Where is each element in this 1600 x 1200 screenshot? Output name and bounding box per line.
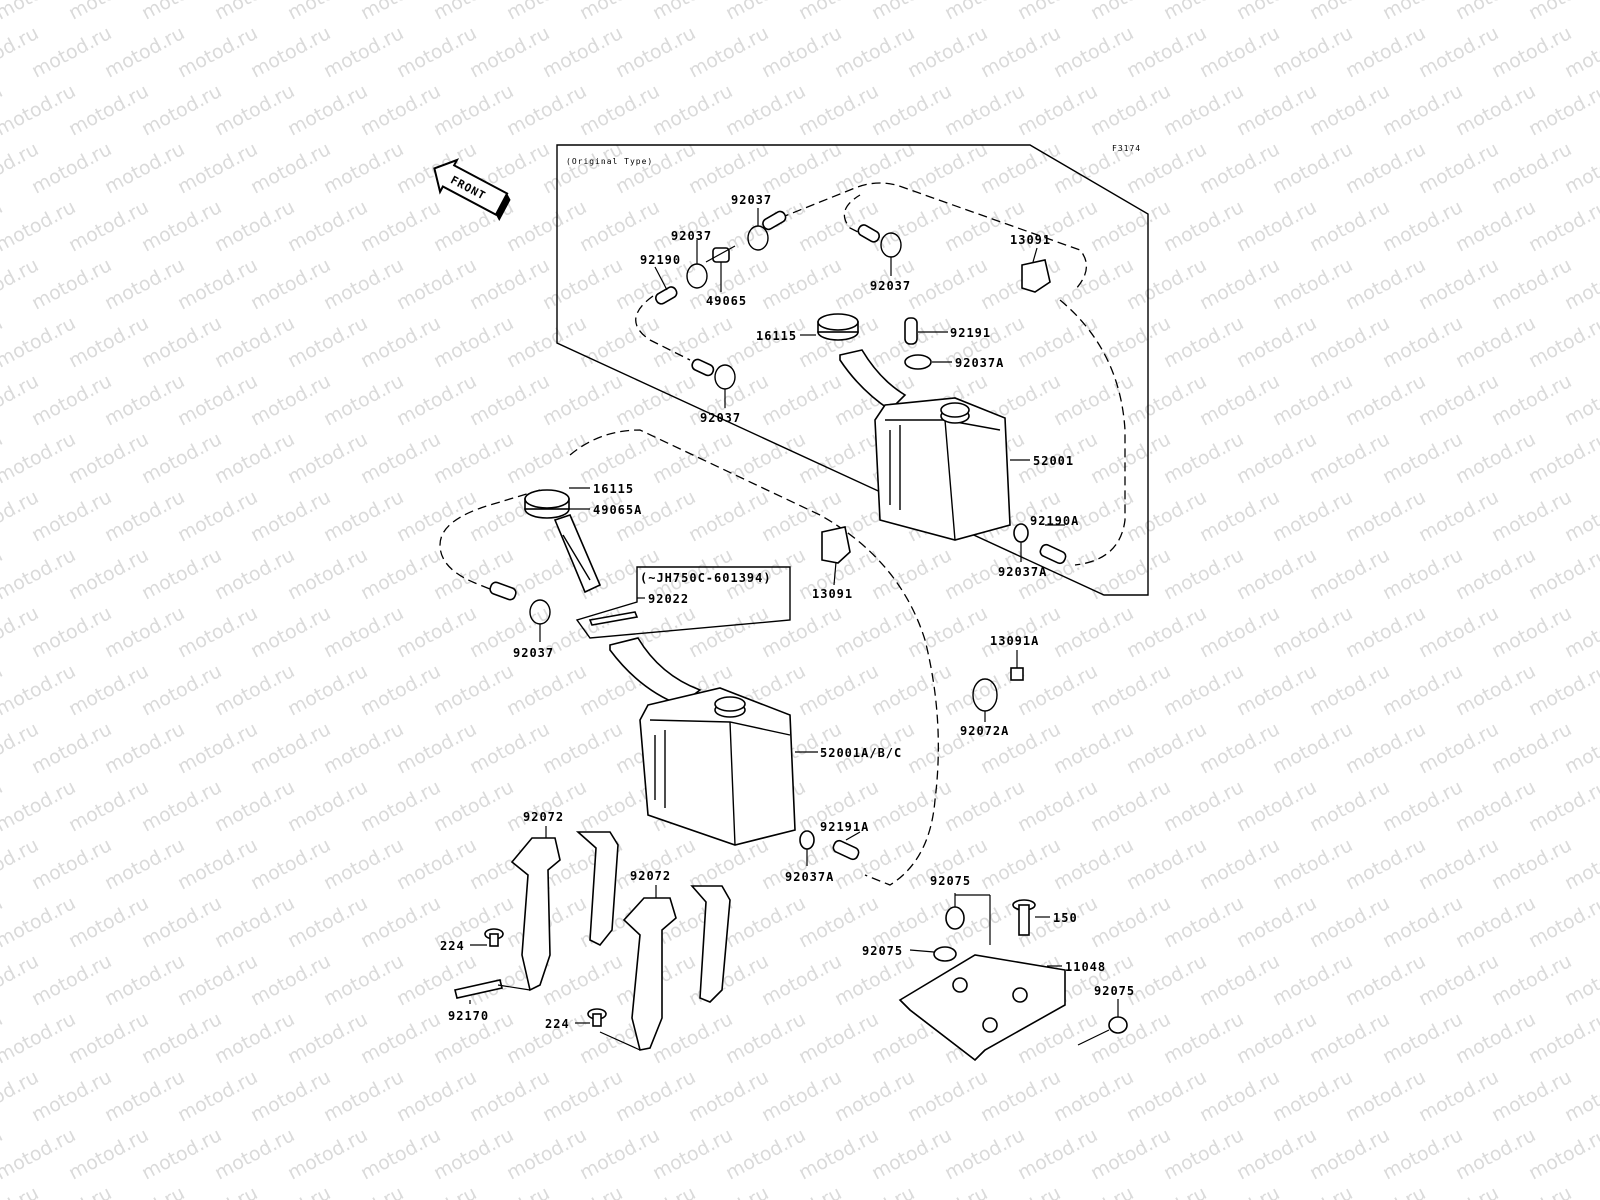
bracket-13091A (1010, 667, 1024, 681)
bolt-150 (1012, 899, 1036, 936)
inset-hose-92191 (904, 317, 918, 345)
main-hose-route (569, 429, 939, 886)
inset-hose-92037-top (762, 210, 787, 231)
oil-tank-52001ABC (609, 637, 796, 846)
part-labels: 92037 92037 92190 49065 92037 13091 9219… (440, 193, 1135, 1031)
inset-return-hose-route (1059, 299, 1126, 566)
label-13091A: 13091A (990, 634, 1039, 648)
hose-92191A (832, 839, 860, 861)
grommet-92075-a (945, 906, 965, 930)
clip-92037-a (747, 225, 769, 251)
label-92037A-bottom: 92037A (785, 870, 834, 884)
label-16115-inset: 16115 (756, 329, 797, 343)
label-92190A: 92190A (1030, 514, 1079, 528)
pin-92022 (588, 611, 639, 626)
grommet-92075-b (933, 946, 957, 962)
label-224-a: 224 (440, 939, 465, 953)
label-92022: 92022 (648, 592, 689, 606)
clip-92037A-bottom (799, 830, 815, 850)
label-92075-b: 92075 (862, 944, 903, 958)
hose-lower-left (489, 581, 517, 601)
serial-note-frame (575, 566, 791, 639)
label-92037A-mid: 92037A (998, 565, 1047, 579)
label-92170: 92170 (448, 1009, 489, 1023)
inset-frame (556, 144, 1149, 596)
label-150: 150 (1053, 911, 1078, 925)
inset-hose-left (635, 295, 691, 361)
clip-92037A-mid (1013, 523, 1029, 543)
oil-tank-52001 (839, 349, 1011, 541)
front-arrow-icon: FRONT (433, 158, 511, 222)
level-gauge-49065A (553, 514, 602, 594)
label-13091: 13091 (812, 587, 853, 601)
label-92037-c: 92037 (870, 279, 911, 293)
cap-16115 (524, 489, 570, 519)
label-92037-a: 92037 (731, 193, 772, 207)
label-16115: 16115 (593, 482, 634, 496)
bracket-11048 (898, 954, 1066, 1062)
label-92037A-inset: 92037A (955, 356, 1004, 370)
inset-caption: (Original Type) (566, 157, 653, 166)
figure-code: F3174 (1112, 144, 1141, 153)
label-52001ABC: 52001A/B/C (820, 746, 902, 760)
label-92075-c: 92075 (1094, 984, 1135, 998)
vent-hose-left-route (439, 489, 541, 596)
grommet-92075-c (1108, 1016, 1128, 1034)
label-92072-b: 92072 (630, 869, 671, 883)
inset-hose-lower (691, 358, 715, 377)
bolt-224-a (484, 928, 504, 947)
label-49065A: 49065A (593, 503, 642, 517)
inset-hose-92190 (655, 286, 678, 305)
label-11048: 11048 (1065, 960, 1106, 974)
label-224-b: 224 (545, 1017, 570, 1031)
label-92037-d: 92037 (700, 411, 741, 425)
clip-92037-e (529, 599, 551, 625)
label-92072A: 92072A (960, 724, 1009, 738)
label-92075-a: 92075 (930, 874, 971, 888)
serial-note: (~JH750C-601394) (640, 571, 772, 585)
label-92191A: 92191A (820, 820, 869, 834)
clip-92072A (972, 678, 998, 712)
inset-hose-92190A (1039, 543, 1067, 565)
label-13091-inset: 13091 (1010, 233, 1051, 247)
label-92037-b: 92037 (671, 229, 712, 243)
bolt-224-b (587, 1008, 607, 1027)
label-92190: 92190 (640, 253, 681, 267)
inset-hose-loop (843, 194, 871, 239)
inset-hose-right (857, 224, 880, 243)
label-92072-a: 92072 (523, 810, 564, 824)
label-92191: 92191 (950, 326, 991, 340)
plate-92170 (454, 979, 503, 999)
cap-16115-inset (817, 313, 859, 341)
bracket-13091-inset (1021, 259, 1051, 293)
label-49065: 49065 (706, 294, 747, 308)
label-92037-e: 92037 (513, 646, 554, 660)
leader-lines (469, 208, 1119, 1051)
strap-92072-b (622, 885, 731, 1051)
clip-92037-b (686, 263, 708, 289)
strap-92072-a (510, 831, 619, 992)
clip-92037-c (880, 232, 902, 258)
inset-vent-hose-route (779, 182, 1087, 291)
clip-92037-d (714, 364, 736, 390)
check-valve-49065 (705, 245, 736, 263)
label-52001: 52001 (1033, 454, 1074, 468)
bracket-13091 (821, 526, 851, 564)
clip-92037A-top (904, 354, 932, 370)
